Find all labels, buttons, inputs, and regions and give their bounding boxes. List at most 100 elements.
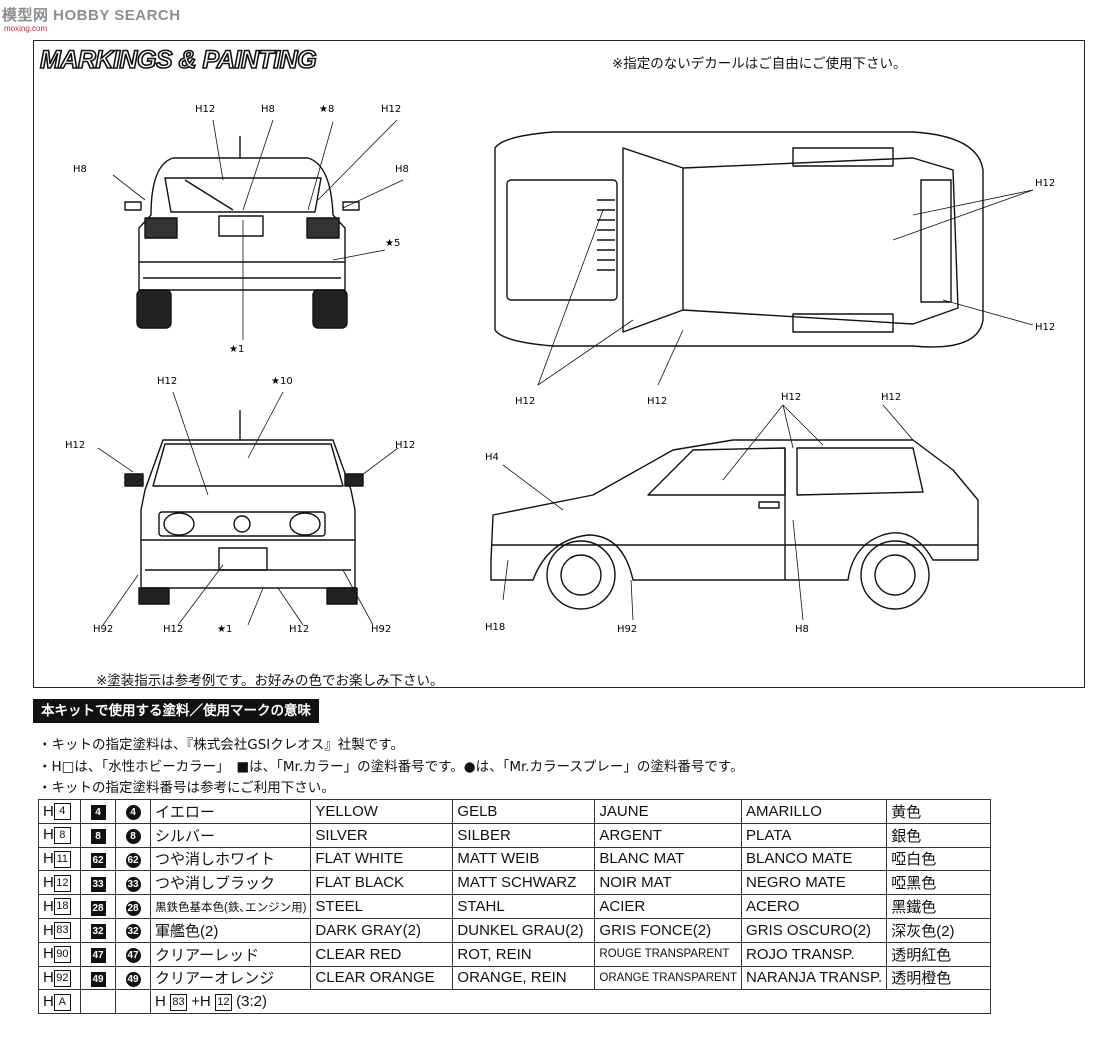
spray-color-code: 49 [125, 971, 141, 987]
callout-rear: ★8 [319, 104, 334, 115]
spray-color-code: 28 [125, 900, 141, 916]
callout-top: H12 [647, 396, 667, 407]
rear-view-car [124, 136, 360, 329]
mr-color-cell: 33 [80, 870, 116, 896]
spray-color-cell: 8 [115, 822, 151, 848]
mr-color-code: 33 [90, 876, 106, 892]
spray-color-cell: 62 [115, 846, 151, 872]
color-name-jp: シルバー [149, 822, 312, 848]
color-name-fr: GRIS FONCE(2) [594, 917, 743, 943]
mr-color-code: 28 [90, 900, 106, 916]
color-name-zh: 啞白色 [886, 846, 992, 872]
color-name-es: ACERO [741, 894, 888, 919]
callout-side: H18 [485, 622, 505, 633]
mr-color-code: 47 [90, 948, 106, 964]
callout-top: H12 [515, 396, 535, 407]
color-name-fr: NOIR MAT [594, 870, 743, 896]
legend-line-1: ・キットの指定塗料は、『株式会社GSIクレオス』社製です。 [38, 737, 404, 753]
mr-color-cell: 8 [80, 822, 116, 848]
callout-front: ★10 [271, 376, 293, 387]
spray-color-code: 47 [125, 948, 141, 964]
callout-rear: ★5 [385, 238, 400, 249]
spray-color-code: 32 [125, 924, 141, 940]
callout-front: H12 [65, 440, 85, 451]
color-name-jp: クリアーオレンジ [149, 965, 312, 991]
callout-rear: H12 [381, 104, 401, 115]
color-name-fr: BLANC MAT [594, 846, 743, 872]
spray-color-cell: 49 [115, 965, 151, 991]
color-name-en: FLAT WHITE [310, 846, 454, 872]
mix-color-b: 12 [214, 993, 232, 1011]
spray-color-code: 33 [125, 876, 141, 892]
callout-rear: H8 [73, 164, 87, 175]
color-name-jp: つや消しブラック [149, 870, 312, 896]
color-name-de: MATT WEIB [452, 846, 596, 872]
color-name-zh: 透明紅色 [886, 941, 992, 967]
color-name-zh: 透明橙色 [886, 965, 992, 991]
color-name-es: ROJO TRANSP. [741, 941, 888, 967]
callout-front: H12 [163, 624, 183, 635]
mr-color-cell: 62 [80, 846, 116, 872]
callout-top: H12 [1035, 178, 1055, 189]
callout-front: H92 [93, 624, 113, 635]
color-name-de: STAHL [452, 894, 596, 919]
color-name-jp: イエロー [149, 799, 312, 824]
callout-front: H92 [371, 624, 391, 635]
color-name-es: BLANCO MATE [741, 846, 888, 872]
mr-color-code: 4 [90, 805, 106, 821]
hobby-color-code: A [53, 993, 71, 1011]
spray-color-cell: 33 [115, 870, 151, 896]
callout-front: ★1 [217, 624, 232, 635]
callout-side: H8 [795, 624, 809, 635]
spray-color-cell [115, 989, 151, 1015]
color-name-en: STEEL [310, 894, 454, 919]
legend-heading: 本キットで使用する塗料／使用マークの意味 [33, 699, 319, 723]
mix-ratio: (3:2) [231, 993, 267, 1010]
spray-color-code: 62 [125, 852, 141, 868]
callout-front: H12 [395, 440, 415, 451]
color-name-es: NEGRO MATE [741, 870, 888, 896]
callout-front: H12 [289, 624, 309, 635]
mr-color-code: 32 [90, 924, 106, 940]
color-name-de: DUNKEL GRAU(2) [452, 917, 596, 943]
color-name-es: NARANJA TRANSP. [741, 965, 888, 991]
callout-top: H12 [1035, 322, 1055, 333]
color-name-fr: ARGENT [594, 822, 743, 848]
color-name-de: MATT SCHWARZ [452, 870, 596, 896]
watermark-url: moxing.com [4, 24, 48, 33]
hobby-color-code: 90 [53, 945, 71, 963]
mix-color-a: 83 [170, 993, 187, 1011]
mr-color-code: 62 [90, 852, 106, 868]
spray-color-cell: 4 [115, 799, 151, 824]
color-name-zh: 銀色 [886, 822, 992, 848]
callout-side: H12 [881, 392, 901, 403]
spray-color-code: 4 [125, 805, 141, 821]
color-name-fr: ORANGE TRANSPARENT [594, 965, 743, 991]
hobby-color-code: 92 [53, 969, 71, 987]
spray-color-cell: 32 [115, 917, 151, 943]
mr-color-code: 8 [90, 829, 106, 845]
color-name-es: PLATA [741, 822, 888, 848]
color-name-fr: ACIER [594, 894, 743, 919]
color-name-jp: クリアーレッド [149, 941, 312, 967]
callout-rear: ★1 [229, 344, 244, 355]
color-name-de: GELB [452, 799, 596, 824]
painting-note: ※塗装指示は参考例です。お好みの色でお楽しみ下さい。 [96, 673, 444, 689]
top-view-car [494, 131, 984, 348]
color-name-en: CLEAR RED [310, 941, 454, 967]
